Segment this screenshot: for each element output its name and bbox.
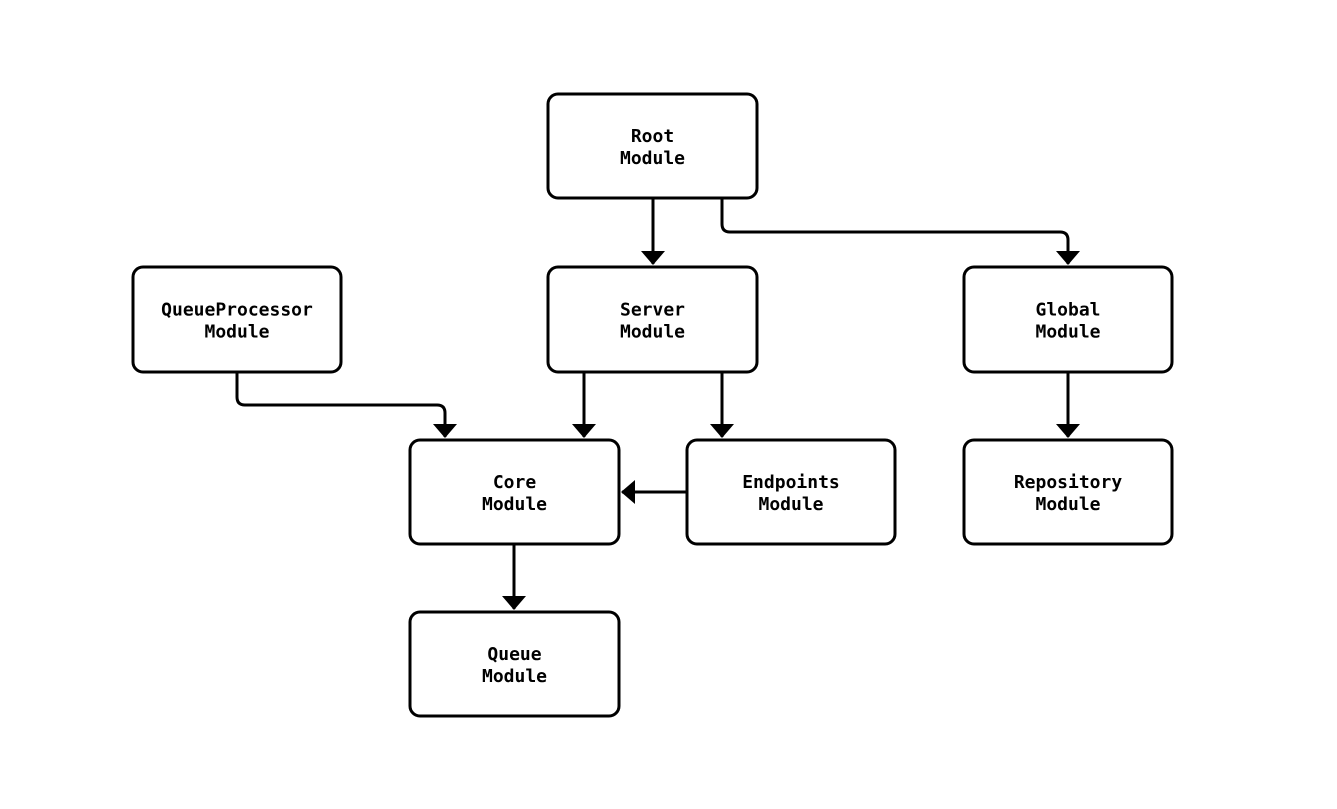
- node-box-core-module: [408, 438, 621, 546]
- node-box-endpoints-module: [685, 438, 897, 546]
- edge-root-to-global: [720, 198, 1080, 265]
- edge-queueprocessor-to-core: [235, 372, 457, 438]
- node-box-queueprocessor-module: [131, 265, 343, 374]
- node-box-global-module: [962, 265, 1174, 374]
- edges-layer: [235, 198, 1080, 610]
- node-box-server-module: [546, 265, 759, 374]
- node-box-queue-module: [408, 610, 621, 718]
- node-box-repository-module: [962, 438, 1174, 546]
- node-box-root-module: [546, 92, 759, 200]
